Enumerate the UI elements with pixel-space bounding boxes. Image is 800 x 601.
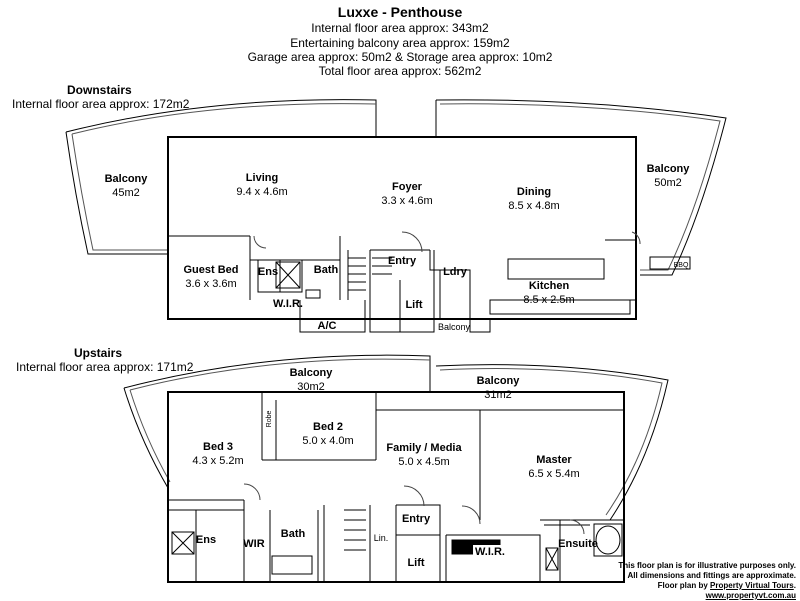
room-name: Balcony <box>476 375 520 387</box>
laundry: Ldry <box>443 265 467 279</box>
living-room: Living 9.4 x 4.6m <box>236 171 287 199</box>
room-name: Bath <box>313 264 339 276</box>
room-dim: 5.0 x 4.0m <box>302 435 354 447</box>
kitchen: Kitchen 8.5 x 2.5m <box>523 279 574 307</box>
bbq: BBQ <box>674 259 689 273</box>
credit-link[interactable]: Property Virtual Tours <box>710 581 794 590</box>
disclaimer-line-3: Floor plan by Property Virtual Tours. <box>618 581 796 591</box>
room-name: Guest Bed <box>183 264 239 276</box>
disclaimer: This floor plan is for illustrative purp… <box>618 561 796 601</box>
room-name: Kitchen <box>528 280 570 292</box>
room-name: Living <box>245 172 279 184</box>
room-dim: 8.5 x 4.8m <box>508 200 560 212</box>
room-name: Lin. <box>373 533 389 543</box>
room-name: Balcony <box>646 163 690 175</box>
upstairs-balcony-right: Balcony 31m2 <box>477 374 520 402</box>
downstairs-area: Internal floor area approx: 172m2 <box>12 97 190 111</box>
room-name: Balcony <box>437 322 471 332</box>
dining-room: Dining 8.5 x 4.8m <box>508 185 559 213</box>
upstairs-wir: WIR <box>243 537 264 551</box>
upstairs-heading: Upstairs <box>74 346 123 360</box>
room-name: Balcony <box>104 173 148 185</box>
upstairs-lift: Lift <box>407 556 424 570</box>
room-dim: 50m2 <box>654 177 682 189</box>
upstairs-balcony-left: Balcony 30m2 <box>290 366 333 394</box>
upstairs-left-balcony-outline <box>123 354 431 392</box>
room-name: Ens <box>195 534 217 546</box>
linen: Lin. <box>374 531 389 545</box>
credit-prefix: Floor plan by <box>657 581 711 590</box>
downstairs-balcony-left: Balcony 45m2 <box>105 172 148 200</box>
total-area-line: Total floor area approx: 562m2 <box>318 64 482 78</box>
room-name: WIR <box>243 538 265 550</box>
room-name: Ens <box>257 266 279 278</box>
balcony-area-line: Entertaining balcony area approx: 159m2 <box>290 36 510 50</box>
plan-title: Luxxe - Penthouse <box>337 4 463 20</box>
robe: Robe <box>263 411 277 428</box>
room-name: Entry <box>387 255 417 267</box>
room-name: Bed 2 <box>313 421 343 433</box>
room-dim: 30m2 <box>297 381 325 393</box>
credit-suffix: . <box>793 581 796 590</box>
master-bedroom: Master 6.5 x 5.4m <box>528 453 579 481</box>
room-name: Lift <box>407 557 425 569</box>
room-name: Bed 3 <box>203 441 233 453</box>
guest-bedroom: Guest Bed 3.6 x 3.6m <box>183 263 238 291</box>
room-name: Ldry <box>443 266 467 278</box>
upstairs-entry: Entry <box>402 512 430 526</box>
room-dim: 4.3 x 5.2m <box>192 455 244 467</box>
room-dim: 31m2 <box>484 389 512 401</box>
room-dim: 6.5 x 5.4m <box>528 468 580 480</box>
room-dim: 3.6 x 3.6m <box>185 278 237 290</box>
master-walk-in-robe: W.I.R. <box>473 545 507 559</box>
room-name: Ensuite <box>558 538 598 550</box>
room-dim: 5.0 x 4.5m <box>398 456 450 468</box>
upstairs-bathroom: Bath <box>281 527 305 541</box>
downstairs-walk-in-robe: W.I.R. <box>273 297 303 311</box>
room-name: A/C <box>317 320 337 332</box>
room-name: W.I.R. <box>273 298 303 310</box>
ac-room: A/C <box>318 319 337 333</box>
room-name: Robe <box>266 410 273 428</box>
room-dim: 9.4 x 4.6m <box>236 186 288 198</box>
bedroom-2: Bed 2 5.0 x 4.0m <box>302 420 353 448</box>
upstairs-ensuite: Ens <box>196 533 216 547</box>
room-name: Lift <box>405 299 423 311</box>
downstairs-bathroom: Bath <box>314 263 338 277</box>
bedroom-3: Bed 3 4.3 x 5.2m <box>192 440 243 468</box>
small-balcony: Balcony <box>438 320 470 334</box>
room-name: BBQ <box>673 262 689 269</box>
internal-area-line: Internal floor area approx: 343m2 <box>311 21 489 35</box>
downstairs-entry: Entry <box>388 254 416 268</box>
family-media-room: Family / Media 5.0 x 4.5m <box>386 441 461 469</box>
upstairs-area: Internal floor area approx: 171m2 <box>16 360 194 374</box>
room-dim: 8.5 x 2.5m <box>523 294 575 306</box>
room-name: Foyer <box>392 181 422 193</box>
room-dim: 45m2 <box>112 187 140 199</box>
room-name: W.I.R. <box>475 546 505 558</box>
room-name: Master <box>536 454 572 466</box>
disclaimer-line-2: All dimensions and fittings are approxim… <box>627 571 796 580</box>
downstairs-heading: Downstairs <box>67 83 132 97</box>
website-url[interactable]: www.propertyvt.com.au <box>705 591 796 600</box>
room-name: Balcony <box>289 367 333 379</box>
downstairs-balcony-right: Balcony 50m2 <box>647 162 690 190</box>
master-ensuite: Ensuite <box>558 537 598 551</box>
room-name: Family / Media <box>386 442 462 454</box>
disclaimer-line-1: This floor plan is for illustrative purp… <box>618 561 796 570</box>
foyer: Foyer 3.3 x 4.6m <box>381 180 432 208</box>
room-dim: 3.3 x 4.6m <box>381 195 433 207</box>
garage-storage-line: Garage area approx: 50m2 & Storage area … <box>247 50 553 64</box>
downstairs-ensuite: Ens <box>258 265 278 279</box>
room-name: Bath <box>280 528 306 540</box>
room-name: Dining <box>516 186 552 198</box>
room-name: Entry <box>401 513 431 525</box>
downstairs-left-balcony-outline <box>65 99 377 137</box>
downstairs-lift: Lift <box>405 298 422 312</box>
